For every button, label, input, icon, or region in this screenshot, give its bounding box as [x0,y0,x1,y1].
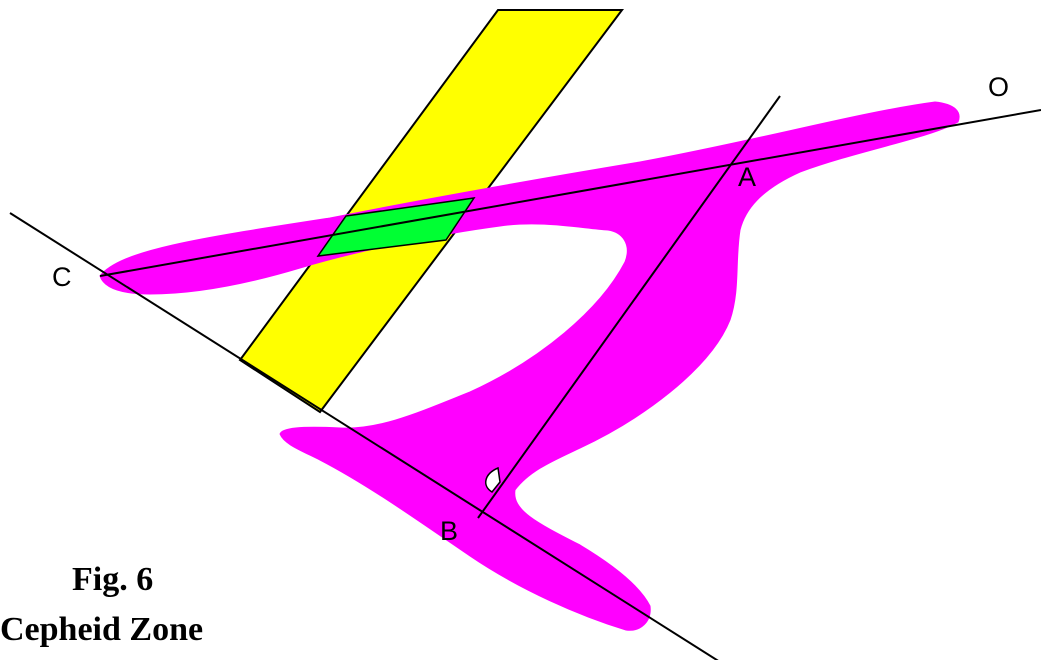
figure-number: Fig. 6 [72,561,153,598]
line-C-O [100,110,1041,276]
label-point-O: O [988,72,1009,102]
label-point-B: B [440,516,458,546]
figure-title: Cepheid Zone [0,611,203,648]
label-point-C: C [52,262,72,292]
evolutionary-track-loop [100,102,959,630]
line-through-A [478,96,780,518]
label-point-A: A [738,162,756,192]
